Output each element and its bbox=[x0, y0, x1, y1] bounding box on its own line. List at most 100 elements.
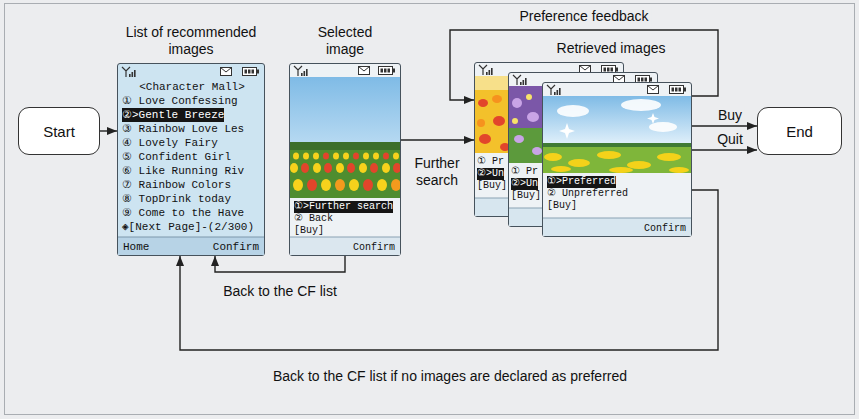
flower-picture-part-part bbox=[512, 118, 518, 124]
edge-label: Back to the CF list if no images are dec… bbox=[270, 368, 630, 385]
flower-picture-part-part bbox=[343, 153, 349, 160]
flow-arrow bbox=[100, 130, 117, 131]
edge-label: Back to the CF list bbox=[220, 283, 340, 300]
field-picture-part-part bbox=[568, 159, 590, 167]
screen-text-column: <Character Mall>① Love Confessing②>Gentl… bbox=[122, 80, 262, 234]
menu-item: ◈[Next Page]-(2/300) bbox=[122, 220, 254, 234]
flower-picture-part-part bbox=[313, 153, 319, 160]
flower-picture-part bbox=[290, 237, 400, 238]
menu-item: ⑥ Like Running Riv bbox=[122, 164, 244, 178]
field-picture-part bbox=[543, 143, 691, 147]
group-caption: Retrieved images bbox=[554, 40, 669, 57]
flower-picture-part-part bbox=[335, 179, 345, 191]
flower-picture-part-part bbox=[492, 95, 502, 103]
flower-picture-part-part bbox=[527, 112, 539, 122]
flow-arrow bbox=[401, 139, 474, 140]
flower-picture-part-part bbox=[290, 163, 298, 173]
softkey-label: Confirm bbox=[213, 241, 259, 253]
flower-picture-part-part bbox=[347, 163, 355, 173]
flower-picture-part-part bbox=[373, 153, 379, 160]
flow-arrow bbox=[215, 256, 345, 272]
menu-item: ① Pr bbox=[477, 156, 504, 168]
flower-picture-part bbox=[479, 65, 493, 75]
flower-picture-part-part bbox=[323, 153, 329, 160]
menu-item: [Buy] bbox=[547, 200, 577, 212]
field-picture-part-part bbox=[621, 99, 661, 111]
field-picture-part bbox=[543, 218, 691, 219]
menu-item: ② Unpreferred bbox=[547, 188, 628, 200]
field-picture-part-part bbox=[557, 105, 589, 117]
menu-item: ① Love Confessing bbox=[122, 94, 238, 108]
flower-picture-part-part bbox=[514, 135, 524, 143]
flower-picture-part bbox=[379, 67, 396, 75]
field-picture-part-part bbox=[609, 167, 633, 173]
field-picture-part-part bbox=[649, 122, 677, 132]
flower-picture-part-part bbox=[370, 163, 378, 173]
phone-screen: ①>Further search② Back[Buy]Selected imag… bbox=[289, 63, 401, 256]
menu-item: ③ Rainbow Love Les bbox=[122, 122, 244, 136]
edge-label: Further search bbox=[401, 155, 473, 189]
menu-item: ② Back bbox=[294, 213, 333, 225]
edge-label: Buy bbox=[715, 107, 745, 124]
menu-item: [Buy] bbox=[477, 180, 507, 192]
background-panel-part bbox=[5, 4, 855, 415]
flower-picture-part bbox=[478, 99, 510, 151]
flower-picture-part-part bbox=[512, 98, 522, 108]
flower-picture-part bbox=[359, 67, 370, 75]
menu-item: ⑤ Confident Girl bbox=[122, 150, 231, 164]
flower-picture-part-part bbox=[383, 153, 389, 160]
flower-picture-part-part bbox=[478, 99, 488, 107]
flower-picture-part-part bbox=[336, 163, 344, 173]
flower-picture-part-part bbox=[526, 94, 532, 100]
flower-picture-part-part bbox=[359, 163, 367, 173]
flower-picture-part-part bbox=[363, 179, 373, 191]
flow-arrow bbox=[692, 149, 757, 150]
flower-picture-part-part bbox=[477, 119, 485, 127]
flower-picture-part-part bbox=[493, 116, 505, 126]
screen-illustration-part bbox=[243, 68, 260, 76]
flower-picture-part-part bbox=[301, 163, 309, 173]
flower-picture-part-part bbox=[382, 163, 390, 173]
phone-screen: <Character Mall>① Love Confessing②>Gentl… bbox=[117, 63, 265, 256]
flower-picture-part bbox=[512, 94, 532, 124]
menu-item: ⑨ Come to the Have bbox=[122, 206, 244, 220]
field-picture bbox=[543, 83, 691, 236]
flower-picture-part-part bbox=[479, 134, 491, 144]
field-picture-part-part bbox=[657, 153, 681, 161]
field-picture-part bbox=[547, 85, 561, 95]
screen-illustration-part bbox=[122, 67, 136, 77]
edge-label: Preference feedback bbox=[516, 8, 651, 25]
flower-picture-part-part bbox=[353, 153, 359, 160]
flower-picture-part-part bbox=[391, 179, 400, 191]
flower-picture-part-part bbox=[393, 153, 399, 160]
flower-picture-part-part bbox=[349, 179, 359, 191]
end-terminal: End bbox=[757, 107, 842, 155]
selected-menu-item: ②>Un bbox=[511, 178, 538, 190]
field-picture-part bbox=[559, 113, 659, 139]
menu-item: [Buy] bbox=[294, 225, 324, 237]
flower-picture-part bbox=[301, 153, 400, 192]
field-picture-part-part bbox=[551, 166, 571, 172]
field-picture-part bbox=[543, 143, 691, 173]
screen-illustration-part bbox=[118, 237, 264, 238]
flower-picture-part-part bbox=[303, 153, 309, 160]
connector-layer-part bbox=[100, 30, 757, 350]
field-picture-part-part bbox=[647, 113, 659, 124]
flower-picture-part-part bbox=[363, 153, 369, 160]
flower-picture-part bbox=[294, 66, 308, 76]
field-picture-part-part bbox=[544, 153, 562, 161]
screen-illustration-part bbox=[221, 68, 232, 76]
field-picture-part bbox=[648, 86, 659, 94]
phone-screen: ①>Preferred② Unpreferred[Buy]Confirm bbox=[542, 82, 692, 237]
field-picture-part bbox=[543, 218, 691, 236]
flower-picture-part-part bbox=[321, 179, 331, 191]
menu-item: [Buy] bbox=[511, 190, 541, 202]
flower-picture-part bbox=[477, 95, 502, 127]
menu-item: ④ Lovely Fairy bbox=[122, 136, 218, 150]
flower-picture-part-part bbox=[333, 153, 339, 160]
flower-picture-part-part bbox=[313, 163, 321, 173]
menu-item: ⑧ TopDrink today bbox=[122, 192, 231, 206]
field-picture-part bbox=[544, 151, 689, 173]
flower-picture-part-part bbox=[307, 179, 317, 191]
